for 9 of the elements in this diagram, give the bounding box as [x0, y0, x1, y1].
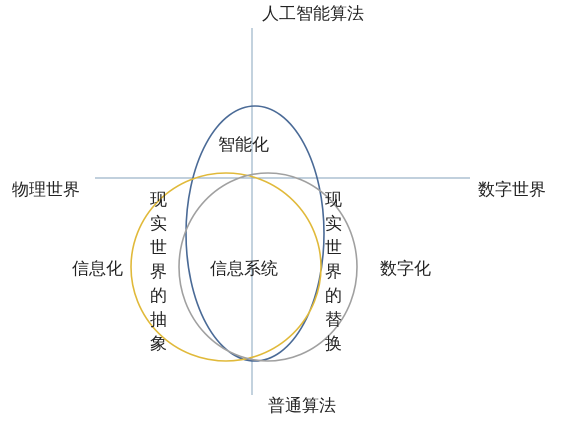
region-label: 数字化	[380, 261, 431, 278]
center-label: 信息系统	[210, 261, 278, 278]
axis-label: 物理世界	[12, 182, 80, 199]
region-label: 智能化	[218, 137, 269, 154]
axis-label: 数字世界	[478, 182, 546, 199]
region-label: 信息化	[72, 261, 123, 278]
axis-label: 人工智能算法	[262, 6, 364, 23]
axis-label: 普通算法	[268, 398, 336, 415]
vertical-label: 现实世界的替换	[325, 189, 343, 356]
